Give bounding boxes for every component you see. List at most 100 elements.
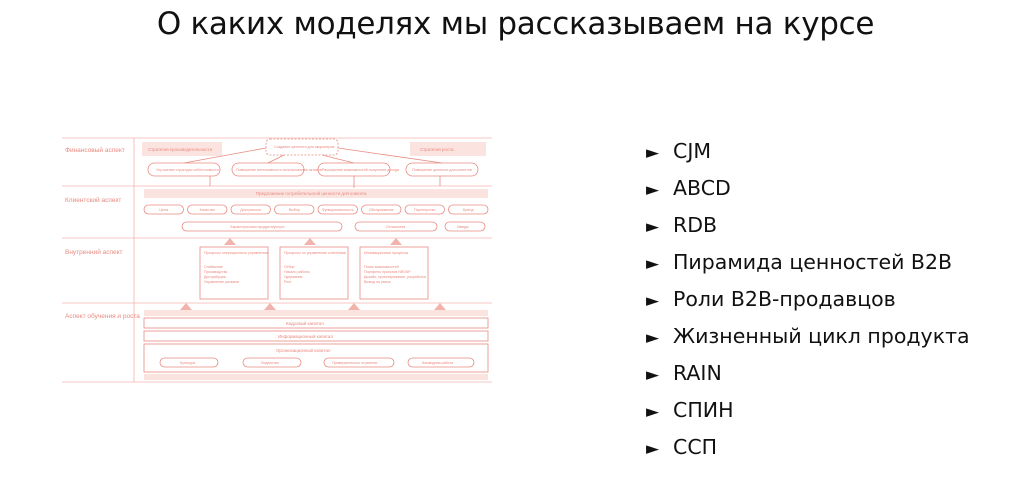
group-relations-label: Отношения <box>386 225 405 229</box>
internal-box-3-title: Инновационные процессы <box>364 251 409 255</box>
list-item-label: Роли B2B-продавцов <box>673 287 896 311</box>
triangle-bullet-icon: ► <box>646 291 660 311</box>
value-pill-label: Обслуживание <box>369 208 394 212</box>
learn-oval-2 <box>242 357 302 368</box>
internal-box-1-title: Процессы операционного управления <box>204 251 268 255</box>
learn-oval-2-label: Лидерство <box>261 361 279 365</box>
triangle-bullet-icon: ► <box>646 143 660 163</box>
balanced-scorecard-diagram: Финансовый аспект Клиентский аспект Внут… <box>60 130 495 385</box>
information-capital-bar <box>143 330 489 342</box>
list-item: ► Жизненный цикл продукта <box>646 323 970 360</box>
value-pill-label: Доступность <box>240 208 261 212</box>
list-item-label: CJM <box>673 139 712 163</box>
value-pill-label: Бренд <box>463 208 474 212</box>
fin-oval-3-label: Расширение возможностей получения дохода <box>322 168 399 172</box>
strategy-right-box <box>410 142 486 156</box>
triangle-bullet-icon: ► <box>646 254 660 274</box>
group-product-box <box>181 221 343 232</box>
learn-oval-1 <box>159 357 219 368</box>
models-list: ►CJM ►ABCD ►RDB ►Пирамида ценностей B2B … <box>646 138 970 471</box>
organization-capital-label: Организационный капитал <box>276 348 331 353</box>
internal-box-1-item: Производство <box>204 270 227 274</box>
group-image-box <box>444 221 486 232</box>
value-pill <box>317 204 358 215</box>
learning-bottom-band <box>144 374 488 380</box>
learning-top-band <box>144 310 488 316</box>
human-capital-bar <box>143 317 489 329</box>
list-item: ► Роли B2B-продавцов <box>646 286 970 323</box>
list-item: ► СПИН <box>646 397 970 434</box>
list-item: ► ABCD <box>646 175 970 212</box>
internal-box-2-title: Процессы по управлению клиентами <box>284 251 346 255</box>
list-item: ► RAIN <box>646 360 970 397</box>
internal-box-1-item: Снабжение <box>204 265 223 269</box>
information-capital-label: Информационный капитал <box>278 334 333 339</box>
aspect-internal-label: Внутренний аспект <box>65 248 123 256</box>
aspect-learning-label: Аспект обучения и роста <box>65 312 140 320</box>
strategy-left-box <box>142 142 222 156</box>
shareholder-value-label: Создание ценности для акционеров <box>274 145 334 149</box>
fin-oval-1-label: Улучшение структуры себестоимости <box>156 168 219 172</box>
list-item-label: Жизненный цикл продукта <box>673 324 970 348</box>
learn-oval-1-label: Культура <box>180 361 195 365</box>
list-item: ► ССП <box>646 434 970 471</box>
value-pill <box>361 204 402 215</box>
list-item-label: RDB <box>673 213 718 237</box>
human-capital-label: Кадровый капитал <box>286 321 324 326</box>
triangle-bullet-icon: ► <box>646 365 660 385</box>
internal-box-2-item: Отбор <box>284 265 295 269</box>
learn-oval-3-label: Приверженность стратегии <box>332 361 377 365</box>
value-pill-label: Цена <box>159 208 168 212</box>
list-item: ► CJM <box>646 138 970 175</box>
triangle-bullet-icon: ► <box>646 217 660 237</box>
internal-box-3-item: Поиск возможностей <box>364 265 399 269</box>
internal-box-3-item: Вывод на рынок <box>364 280 391 284</box>
list-item-label: ССП <box>673 435 718 459</box>
value-proposition-label: Предложение потребительской ценности для… <box>256 191 367 196</box>
learn-oval-4 <box>407 357 475 368</box>
group-relations-box <box>354 221 438 232</box>
learn-oval-3 <box>323 357 395 368</box>
list-item-label: ABCD <box>673 176 731 200</box>
list-item-label: СПИН <box>673 398 734 422</box>
learn-oval-4-label: Командная работа <box>422 361 453 365</box>
list-item: ► Пирамида ценностей B2B <box>646 249 970 286</box>
internal-box-customers <box>279 246 349 300</box>
triangle-bullet-icon: ► <box>646 328 660 348</box>
internal-box-operations <box>199 246 269 300</box>
internal-box-2-item: Рост <box>284 280 292 284</box>
strategy-left-label: Стратегия производительности <box>148 147 213 152</box>
triangle-bullet-icon: ► <box>646 439 660 459</box>
internal-box-innovation <box>359 246 429 300</box>
fin-oval-2-label: Повышение интенсивности использования ак… <box>236 168 322 172</box>
value-proposition-band <box>144 189 488 198</box>
value-pill <box>143 204 184 215</box>
group-image-label: Имидж <box>457 225 469 229</box>
value-pill <box>448 204 489 215</box>
value-pill <box>404 204 445 215</box>
internal-box-2-item: Начало работы <box>284 270 310 274</box>
internal-box-3-item: Портфель проектов НИОКР <box>364 270 411 274</box>
value-pill <box>230 204 271 215</box>
value-pill <box>187 204 228 215</box>
value-pill-label: Функциональность <box>322 208 354 212</box>
value-pill <box>274 204 315 215</box>
internal-box-2-item: Удержание <box>284 275 303 279</box>
slide-title: О каких моделях мы рассказываем на курсе <box>156 6 875 42</box>
internal-box-1-item: Дистрибуция <box>204 275 226 279</box>
triangle-bullet-icon: ► <box>646 402 660 422</box>
internal-box-1-item: Управление рисками <box>204 280 239 284</box>
group-product-label: Характеристики продукта/услуги <box>230 225 284 229</box>
triangle-bullet-icon: ► <box>646 180 660 200</box>
value-pill-label: Качество <box>200 208 215 212</box>
fin-oval-4-label: Повышение ценности для клиентов <box>412 168 472 172</box>
strategy-right-label: Стратегия роста <box>420 147 454 152</box>
aspect-customer-label: Клиентский аспект <box>65 196 121 204</box>
value-pill-label: Выбор <box>289 208 300 212</box>
aspect-financial-label: Финансовый аспект <box>65 146 125 154</box>
list-item-label: Пирамида ценностей B2B <box>673 250 953 274</box>
shareholder-value-box <box>265 138 339 156</box>
internal-box-3-item: Дизайн, проектирование, разработка <box>364 275 426 279</box>
list-item-label: RAIN <box>673 361 722 385</box>
list-item: ► RDB <box>646 212 970 249</box>
